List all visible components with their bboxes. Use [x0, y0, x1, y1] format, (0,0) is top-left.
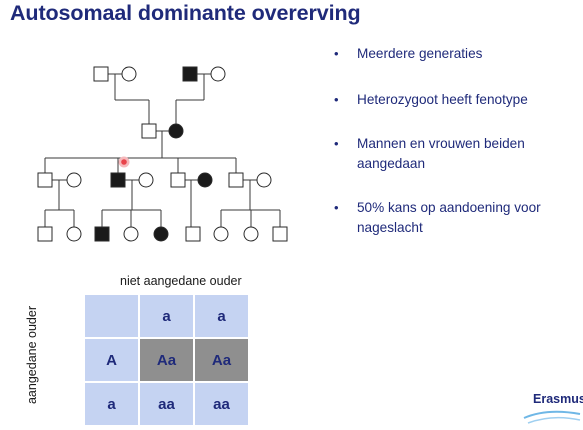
bullet-text: Meerdere generaties [357, 46, 483, 61]
bullet-item: • Meerdere generaties [334, 44, 583, 64]
male-square [93, 66, 109, 82]
affected-female-circle [168, 123, 184, 139]
pedigree-chart [37, 66, 288, 242]
female-circle [138, 172, 154, 188]
female-circle [123, 226, 139, 242]
affected-female-circle [153, 226, 169, 242]
bullet-item: • Mannen en vrouwen beiden aangedaan [334, 134, 583, 174]
punnett-cell: a [84, 382, 139, 426]
bullet-dot-icon: • [334, 92, 339, 107]
female-circle [121, 66, 137, 82]
bullet-list: • Meerdere generaties • Heterozygoot hee… [334, 44, 583, 238]
punnett-side-label: aangedane ouder [25, 306, 39, 405]
female-circle [213, 226, 229, 242]
female-circle [66, 226, 82, 242]
laser-pointer-icon [121, 159, 127, 165]
erasmus-logo: Erasmus [533, 392, 583, 406]
punnett-cell: Aa [139, 338, 194, 382]
punnett-cell [84, 294, 139, 338]
male-square [141, 123, 157, 139]
female-circle [210, 66, 226, 82]
male-square [228, 172, 244, 188]
male-square [185, 226, 201, 242]
affected-male-square [110, 172, 126, 188]
logo-swoosh-icon [523, 410, 581, 424]
female-circle [256, 172, 272, 188]
bullet-dot-icon: • [334, 200, 339, 215]
male-square [272, 226, 288, 242]
bullet-item: • Heterozygoot heeft fenotype [334, 90, 583, 110]
punnett-cell: a [139, 294, 194, 338]
punnett-cell: aa [139, 382, 194, 426]
affected-male-square [182, 66, 198, 82]
male-square [170, 172, 186, 188]
female-circle [66, 172, 82, 188]
punnett-cell: A [84, 338, 139, 382]
bullet-text: Mannen en vrouwen beiden aangedaan [357, 136, 525, 171]
punnett-cell: a [194, 294, 249, 338]
punnett-top-label: niet aangedane ouder [120, 274, 242, 288]
bullet-item: • 50% kans op aandoening voor nageslacht [334, 198, 583, 238]
affected-male-square [94, 226, 110, 242]
bullet-dot-icon: • [334, 46, 339, 61]
male-square [37, 226, 53, 242]
affected-female-circle [197, 172, 213, 188]
male-square [37, 172, 53, 188]
punnett-cell: Aa [194, 338, 249, 382]
bullet-text: Heterozygoot heeft fenotype [357, 92, 528, 107]
bullet-text: 50% kans op aandoening voor nageslacht [357, 200, 541, 235]
slide-title: Autosomaal dominante overerving [10, 1, 361, 25]
punnett-cell: aa [194, 382, 249, 426]
bullet-dot-icon: • [334, 136, 339, 151]
female-circle [243, 226, 259, 242]
